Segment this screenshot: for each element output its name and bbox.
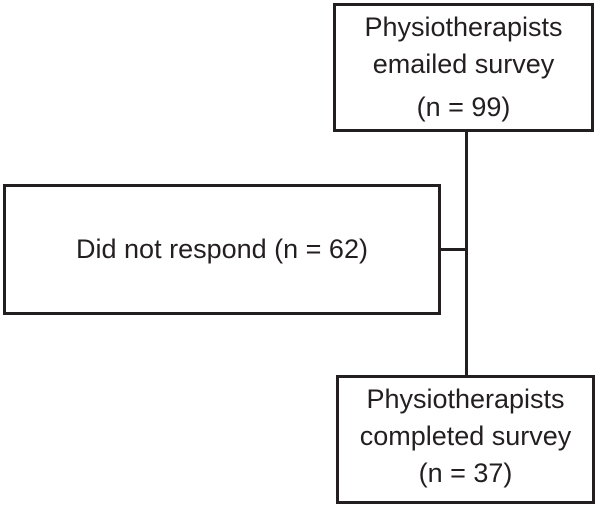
node-physiotherapists-emailed-survey: Physiotherapists emailed survey (n = 99) xyxy=(333,3,594,132)
edge-emailed-to-completed-line xyxy=(465,132,468,375)
node-physiotherapists-completed-survey: Physiotherapists completed survey (n = 3… xyxy=(336,375,595,504)
node-did-not-respond-label: Did not respond (n = 62) xyxy=(76,234,368,264)
node-completed-line2: completed survey xyxy=(359,421,572,451)
node-emailed-line2: emailed survey xyxy=(372,49,555,79)
node-did-not-respond: Did not respond (n = 62) xyxy=(3,184,441,315)
edge-branch-to-did-not-respond-line xyxy=(441,248,465,251)
node-completed-line1: Physiotherapists xyxy=(366,384,565,414)
node-completed-count: (n = 37) xyxy=(418,458,513,488)
node-emailed-count: (n = 99) xyxy=(416,92,511,122)
node-emailed-line1: Physiotherapists xyxy=(364,12,563,42)
